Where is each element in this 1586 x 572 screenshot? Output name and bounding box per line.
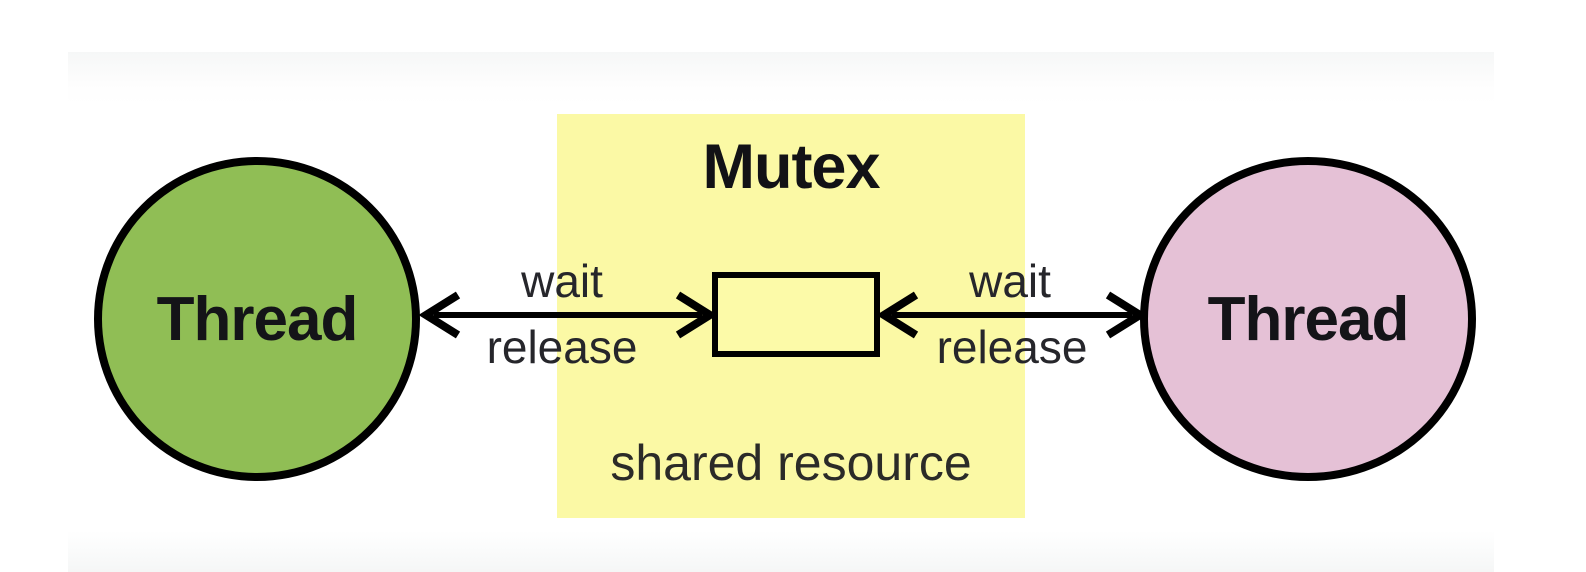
arrow-left-release-label: release [486,321,638,373]
thread-node-left: Thread [94,157,420,481]
shared-resource-caption: shared resource [610,435,972,491]
arrow-right-release-label: release [936,321,1088,373]
thread-label-right: Thread [1207,284,1410,354]
arrow-left-wait-label: wait [521,255,603,307]
mutex-lock-box [712,272,880,357]
thread-label-left: Thread [156,284,359,354]
thread-node-right: Thread [1140,157,1476,481]
diagram-title: Mutex [702,132,880,202]
arrow-right-wait-label: wait [969,255,1051,307]
